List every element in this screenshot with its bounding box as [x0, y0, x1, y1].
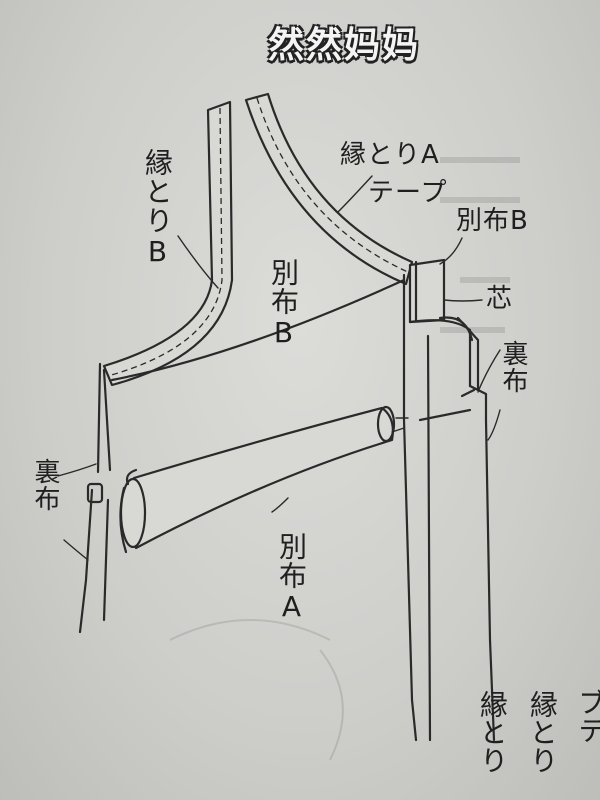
corner-text-col3: ブテ: [574, 688, 600, 744]
corner-text-col1: 縁とり: [476, 690, 509, 774]
label-separate-cloth-b-center: 別布B: [267, 258, 300, 350]
separate-cloth-a-band: [119, 405, 409, 550]
label-binding-a-tape: テープ: [368, 178, 448, 208]
label-binding-b: 縁とりB: [141, 148, 174, 269]
watermark-text: 然然妈妈: [268, 25, 421, 66]
lining-left: [78, 362, 128, 634]
label-core: 芯: [486, 284, 514, 314]
label-lining-left: 裏布: [30, 458, 60, 512]
background-bleed: [169, 157, 520, 761]
binding-b-strap: [102, 100, 234, 387]
right-facing: [408, 258, 496, 742]
corner-text-col2: 縁とり: [526, 690, 559, 774]
bodice-outline: [102, 273, 418, 742]
label-separate-cloth-a: 別布A: [275, 532, 308, 624]
label-lining-right: 裏布: [498, 340, 528, 394]
label-binding-a: 縁とりA: [340, 140, 440, 170]
label-separate-cloth-b-top: 別布B: [456, 206, 529, 236]
leader-lines: [57, 175, 501, 561]
